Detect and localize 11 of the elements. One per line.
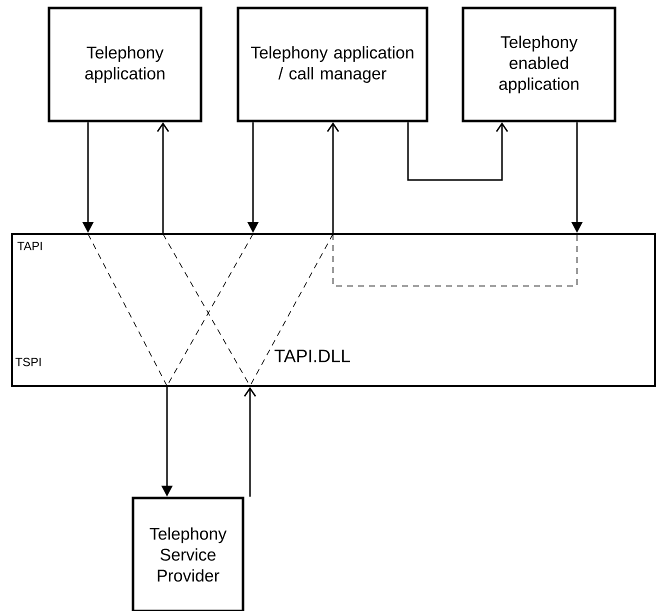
arrow <box>407 122 508 181</box>
layer-label: TAPI.DLL <box>274 350 350 362</box>
arrow <box>156 122 170 233</box>
application-box: Telephony application <box>48 6 202 122</box>
application-box: Telephony Service Provider <box>132 496 244 611</box>
arrow <box>244 386 256 497</box>
application-box: Telephony enabled application <box>462 6 616 122</box>
layer-label: TAPI <box>17 242 42 250</box>
arrow <box>326 122 340 233</box>
layer-label: TSPI <box>15 358 41 366</box>
application-box: Telephony application / call manager <box>236 6 428 122</box>
